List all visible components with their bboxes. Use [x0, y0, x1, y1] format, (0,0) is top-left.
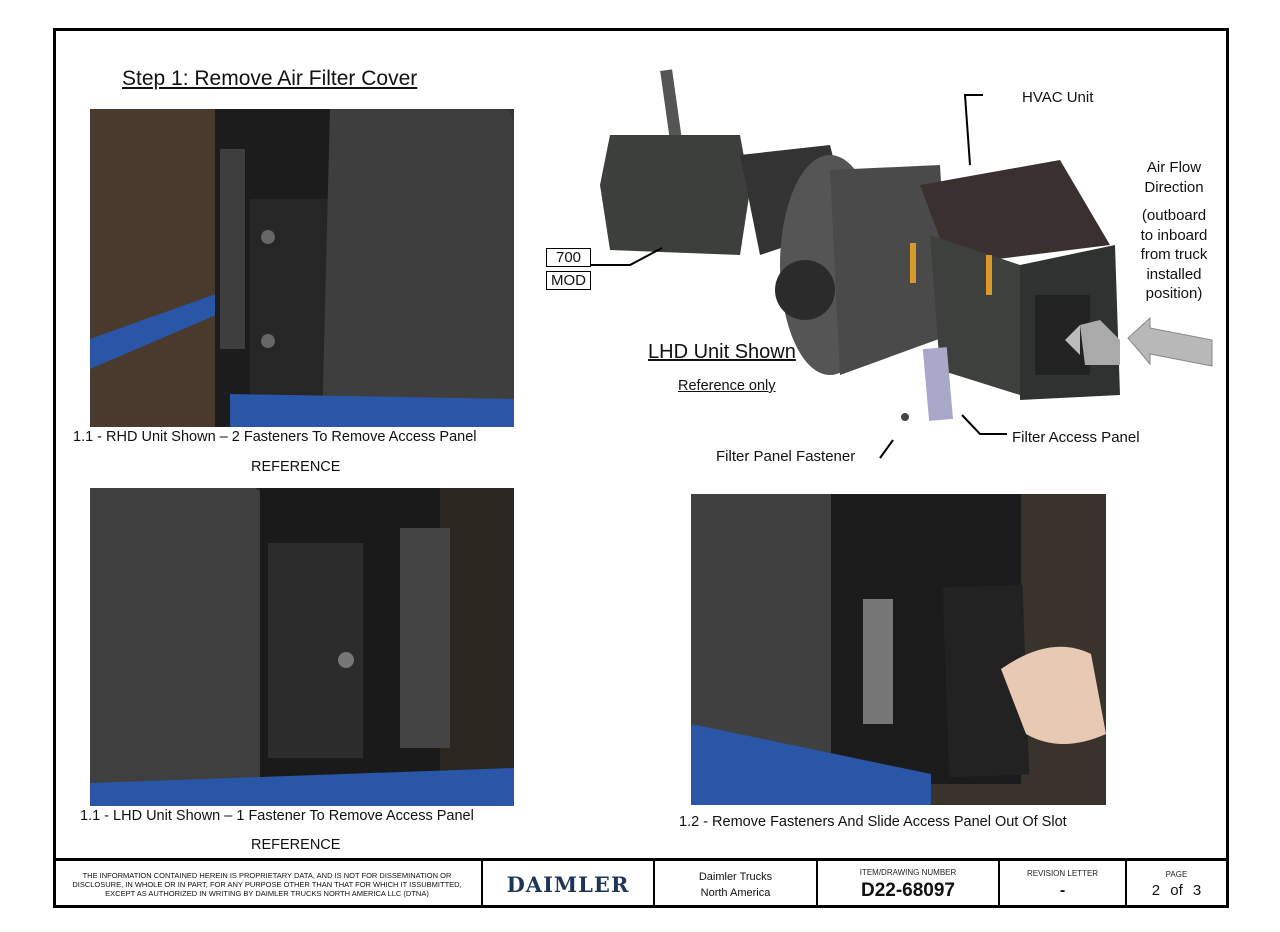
page-label: PAGE — [1165, 870, 1188, 879]
hvac-unit-diagram — [590, 69, 1120, 459]
page-total: 3 — [1192, 882, 1202, 899]
lhd-unit-title: LHD Unit Shown — [648, 341, 796, 363]
page-frame — [53, 28, 1229, 908]
airflow-line: position) — [1145, 285, 1203, 302]
airflow-line: from truck — [1140, 246, 1208, 263]
drawing-number-cell: ITEM/DRAWING NUMBER D22-68097 — [818, 861, 1000, 908]
filter-access-panel-label: Filter Access Panel — [1012, 429, 1140, 446]
photo2-subcaption: REFERENCE — [251, 837, 341, 853]
revision-label: REVISION LETTER — [1026, 869, 1099, 878]
filter-panel-fastener-label: Filter Panel Fastener — [716, 448, 856, 465]
photo1-subcaption: REFERENCE — [251, 459, 341, 475]
airflow-line: Air Flow — [1146, 159, 1202, 176]
airflow-line: installed — [1146, 265, 1202, 283]
airflow-line: Direction — [1144, 178, 1204, 196]
step-title: Step 1: Remove Air Filter Cover — [122, 67, 418, 90]
photo-rhd-unit — [90, 109, 514, 427]
drawing-number: D22-68097 — [860, 879, 956, 901]
airflow-line: (outboard — [1141, 207, 1207, 224]
page-cell: PAGE 2 of 3 — [1127, 861, 1226, 908]
photo-lhd-unit — [90, 488, 514, 806]
disclaimer: THE INFORMATION CONTAINED HEREIN IS PROP… — [53, 861, 483, 908]
company-name: Daimler Trucks North America — [655, 861, 818, 908]
photo2-caption: 1.1 - LHD Unit Shown – 1 Fastener To Rem… — [80, 808, 474, 824]
airflow-line: to inboard — [1140, 226, 1208, 244]
mod-number-box: 700 — [546, 248, 591, 267]
item-label: ITEM/DRAWING NUMBER — [859, 867, 957, 877]
airflow-arrow-icon — [1127, 316, 1213, 367]
title-block: THE INFORMATION CONTAINED HEREIN IS PROP… — [53, 858, 1226, 908]
company-line2: North America — [700, 886, 771, 899]
photo3-caption: 1.2 - Remove Fasteners And Slide Access … — [679, 814, 1067, 830]
page-of: of — [1170, 882, 1183, 899]
daimler-logo: DAIMLER — [483, 861, 655, 908]
hvac-unit-label: HVAC Unit — [1022, 89, 1094, 106]
photo1-caption: 1.1 - RHD Unit Shown – 2 Fasteners To Re… — [73, 429, 477, 445]
revision-letter: - — [1059, 882, 1066, 899]
photo-remove-panel — [691, 494, 1106, 805]
page-current: 2 — [1151, 882, 1161, 899]
company-line1: Daimler Trucks — [698, 870, 773, 883]
revision-cell: REVISION LETTER - — [1000, 861, 1127, 908]
reference-only-label: Reference only — [678, 378, 776, 394]
airflow-direction-note: Air Flow Direction (outboard to inboard … — [1130, 158, 1218, 304]
mod-label-box: MOD — [546, 271, 591, 290]
